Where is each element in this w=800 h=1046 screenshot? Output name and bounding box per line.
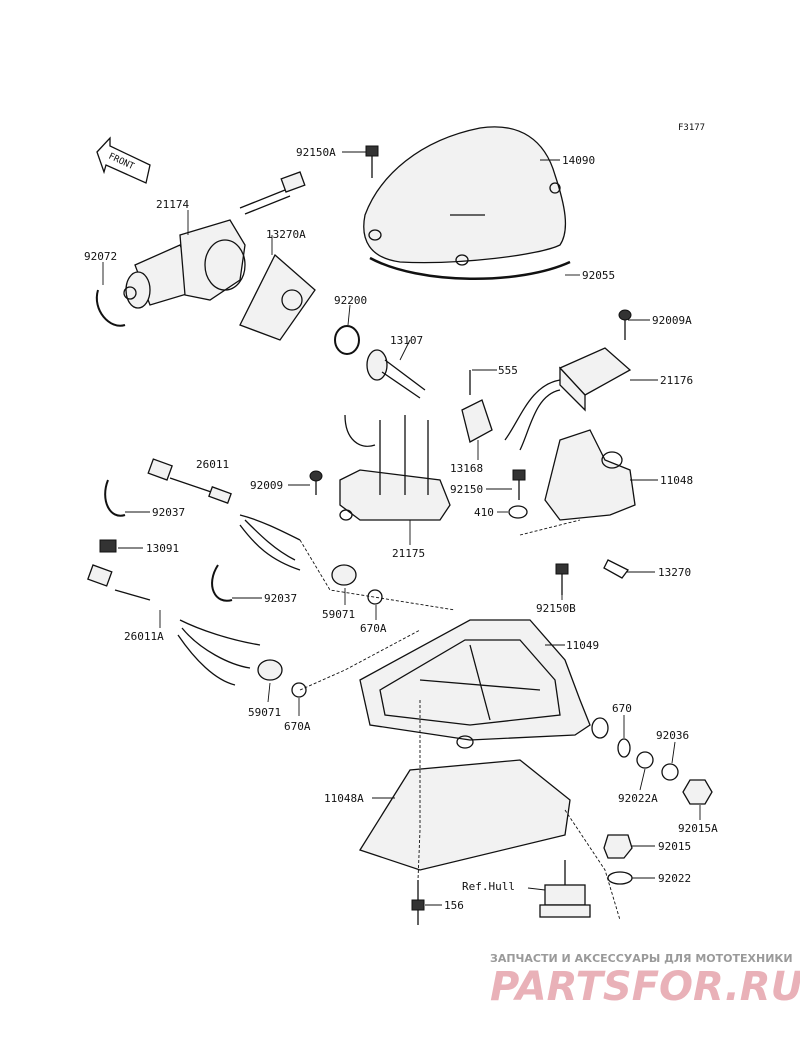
label-ref-hull: Ref.Hull — [462, 880, 515, 893]
label-92036: 92036 — [656, 729, 689, 742]
label-21175: 21175 — [392, 547, 425, 560]
sensor-13107 — [366, 349, 426, 399]
motor-21174 — [123, 171, 306, 309]
figure-code: F3177 — [678, 123, 705, 133]
mount-ref-hull — [539, 860, 591, 918]
label-92055: 92055 — [582, 269, 615, 282]
label-13270: 13270 — [658, 566, 691, 579]
label-670: 670 — [612, 702, 632, 715]
bracket-13168 — [461, 399, 493, 443]
label-92072: 92072 — [84, 250, 117, 263]
bolt-92009 — [309, 470, 323, 495]
watermark-brand-logo: PARTSFOR.RU — [490, 964, 800, 1010]
label-13168: 13168 — [450, 462, 483, 475]
fitting-59071-a — [331, 564, 357, 586]
fitting-59071-b — [257, 659, 283, 681]
case-11049 — [359, 619, 609, 749]
part-labels: 92150A 14090 92055 21174 13270A 92072 92… — [84, 146, 718, 912]
label-26011A: 26011A — [124, 630, 164, 643]
label-11048A: 11048A — [324, 792, 364, 805]
label-13107: 13107 — [390, 334, 423, 347]
plate-13270A — [239, 253, 316, 341]
cover-14090 — [363, 126, 567, 266]
label-92150B: 92150B — [536, 602, 576, 615]
bolt-92150 — [512, 469, 526, 500]
front-arrow-icon: FRONT — [96, 136, 151, 184]
clamp-92072 — [95, 289, 126, 327]
oring-92200 — [334, 325, 360, 355]
clip-13270 — [603, 559, 629, 579]
label-92037-a: 92037 — [152, 506, 185, 519]
label-11048: 11048 — [660, 474, 693, 487]
label-92015A: 92015A — [678, 822, 718, 835]
bolt-156 — [411, 880, 425, 925]
bolt-92150B — [555, 563, 569, 595]
oring-670A-b — [291, 682, 307, 698]
label-92150: 92150 — [450, 483, 483, 496]
label-92022A: 92022A — [618, 792, 658, 805]
controller-21176 — [504, 347, 632, 451]
label-59071-a: 59071 — [322, 608, 355, 621]
washer-92036 — [661, 763, 679, 781]
clamp-92037-b — [211, 564, 233, 602]
label-156: 156 — [444, 899, 464, 912]
bracket-11048 — [544, 429, 636, 521]
label-21174: 21174 — [156, 198, 189, 211]
label-92022: 92022 — [658, 872, 691, 885]
label-92009A: 92009A — [652, 314, 692, 327]
label-21176: 21176 — [660, 374, 693, 387]
label-59071-b: 59071 — [248, 706, 281, 719]
washer-92022 — [607, 871, 633, 885]
washer-410 — [508, 505, 528, 519]
label-670A-b: 670A — [284, 720, 311, 733]
label-14090: 14090 — [562, 154, 595, 167]
relay-block-21175 — [339, 414, 451, 521]
nut-92015 — [603, 834, 633, 859]
label-92015: 92015 — [658, 840, 691, 853]
label-555: 555 — [498, 364, 518, 377]
label-92150A: 92150A — [296, 146, 336, 159]
label-11049: 11049 — [566, 639, 599, 652]
label-92200: 92200 — [334, 294, 367, 307]
watermark-tagline: ЗАПЧАСТИ И АКСЕССУАРЫ ДЛЯ МОТОТЕХНИКИ — [490, 952, 793, 965]
nut-92015A — [682, 779, 713, 805]
watermark: ЗАПЧАСТИ И АКСЕССУАРЫ ДЛЯ МОТОТЕХНИКИ PA… — [490, 952, 800, 1010]
label-13270A: 13270A — [266, 228, 306, 241]
cap-13091 — [99, 539, 117, 553]
bolt-92150A — [365, 145, 379, 178]
label-13091: 13091 — [146, 542, 179, 555]
oring-670 — [617, 738, 631, 758]
leader-lines — [102, 151, 701, 921]
bolt-92009A — [618, 309, 632, 340]
clamp-92037-a — [104, 479, 126, 517]
harness-26011A — [87, 564, 261, 686]
label-92037-b: 92037 — [264, 592, 297, 605]
gasket-92055 — [369, 256, 571, 281]
harness-26011 — [147, 458, 301, 571]
label-410: 410 — [474, 506, 494, 519]
front-label: FRONT — [107, 152, 136, 173]
washer-92022A — [636, 751, 654, 769]
oring-670A-a — [367, 589, 383, 605]
label-26011: 26011 — [196, 458, 229, 471]
label-670A-a: 670A — [360, 622, 387, 635]
plate-11048A — [359, 759, 571, 871]
label-92009: 92009 — [250, 479, 283, 492]
